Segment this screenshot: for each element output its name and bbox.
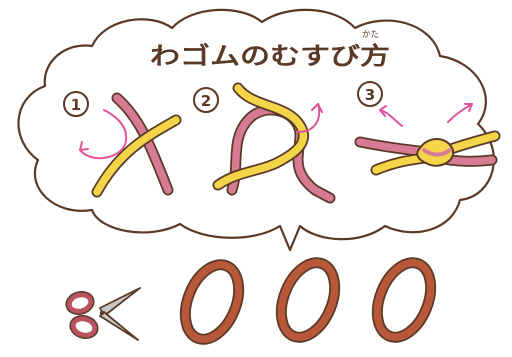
- knot: [416, 138, 455, 167]
- step-1: 1: [63, 91, 182, 198]
- rubber-band-ring: [179, 259, 245, 345]
- arrow-icon: [379, 109, 403, 127]
- step-number-badge: [63, 91, 89, 117]
- step-number: 2: [201, 92, 211, 110]
- step-number-badge: [193, 87, 219, 113]
- arrow-icon: [79, 109, 128, 160]
- step-3: 3: [354, 81, 501, 176]
- scissors-icon: [65, 287, 141, 341]
- scissors-blade: [99, 287, 141, 317]
- page-title: わゴムのむすび方: [150, 42, 390, 70]
- step-2: 2: [193, 82, 336, 204]
- rubber-band-ring: [275, 257, 341, 343]
- title-ruby: かた: [362, 30, 379, 40]
- step-number: 1: [71, 96, 81, 114]
- rubber-band-ring: [371, 257, 437, 343]
- step-number: 3: [365, 86, 375, 104]
- scissors-handle: [70, 316, 98, 338]
- speech-bubble: [17, 8, 495, 252]
- arrow-icon: [447, 103, 473, 123]
- rubber-band-rings: [179, 257, 437, 345]
- step-number-badge: [357, 81, 383, 107]
- scissors-handle: [66, 292, 94, 314]
